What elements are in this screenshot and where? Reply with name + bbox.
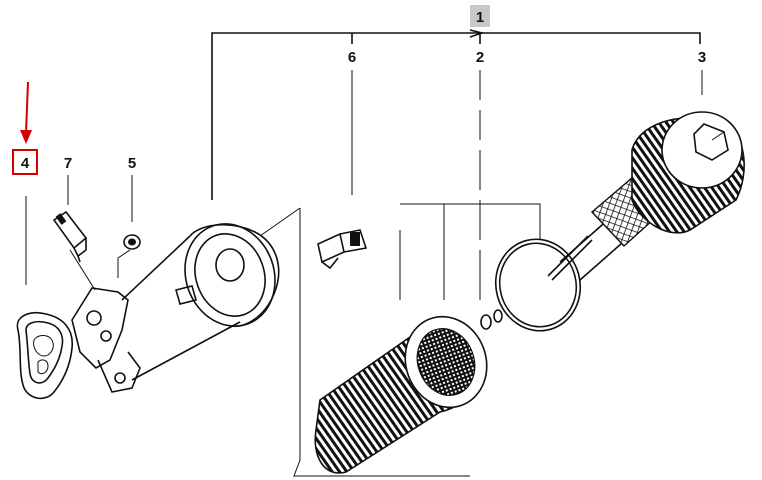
callout-3: 3 bbox=[698, 49, 706, 66]
seal-ring-part-2 bbox=[494, 238, 582, 332]
filter-element bbox=[314, 315, 488, 474]
oil-filter-housing bbox=[71, 223, 280, 393]
filter-cover-part-3 bbox=[547, 111, 745, 281]
callout-1-bracket bbox=[211, 29, 701, 200]
callout-4-highlight-box bbox=[12, 149, 38, 175]
pressure-switch-part-7 bbox=[52, 210, 88, 263]
callout-5: 5 bbox=[128, 155, 136, 172]
plug-part-5 bbox=[123, 234, 141, 250]
callout-6: 6 bbox=[348, 49, 356, 66]
temperature-sensor-part-6 bbox=[317, 229, 368, 270]
callout-7: 7 bbox=[64, 155, 72, 172]
leader-lines bbox=[25, 70, 703, 300]
callout-4: 4 bbox=[21, 155, 30, 172]
o-ring-small bbox=[480, 314, 492, 330]
section-lines bbox=[259, 203, 541, 477]
red-arrow bbox=[20, 81, 32, 144]
callout-2: 2 bbox=[476, 49, 484, 66]
callout-1-box bbox=[470, 5, 490, 27]
gasket-part-4 bbox=[16, 312, 73, 400]
o-ring-small-2 bbox=[493, 309, 503, 323]
callout-1: 1 bbox=[476, 9, 484, 26]
